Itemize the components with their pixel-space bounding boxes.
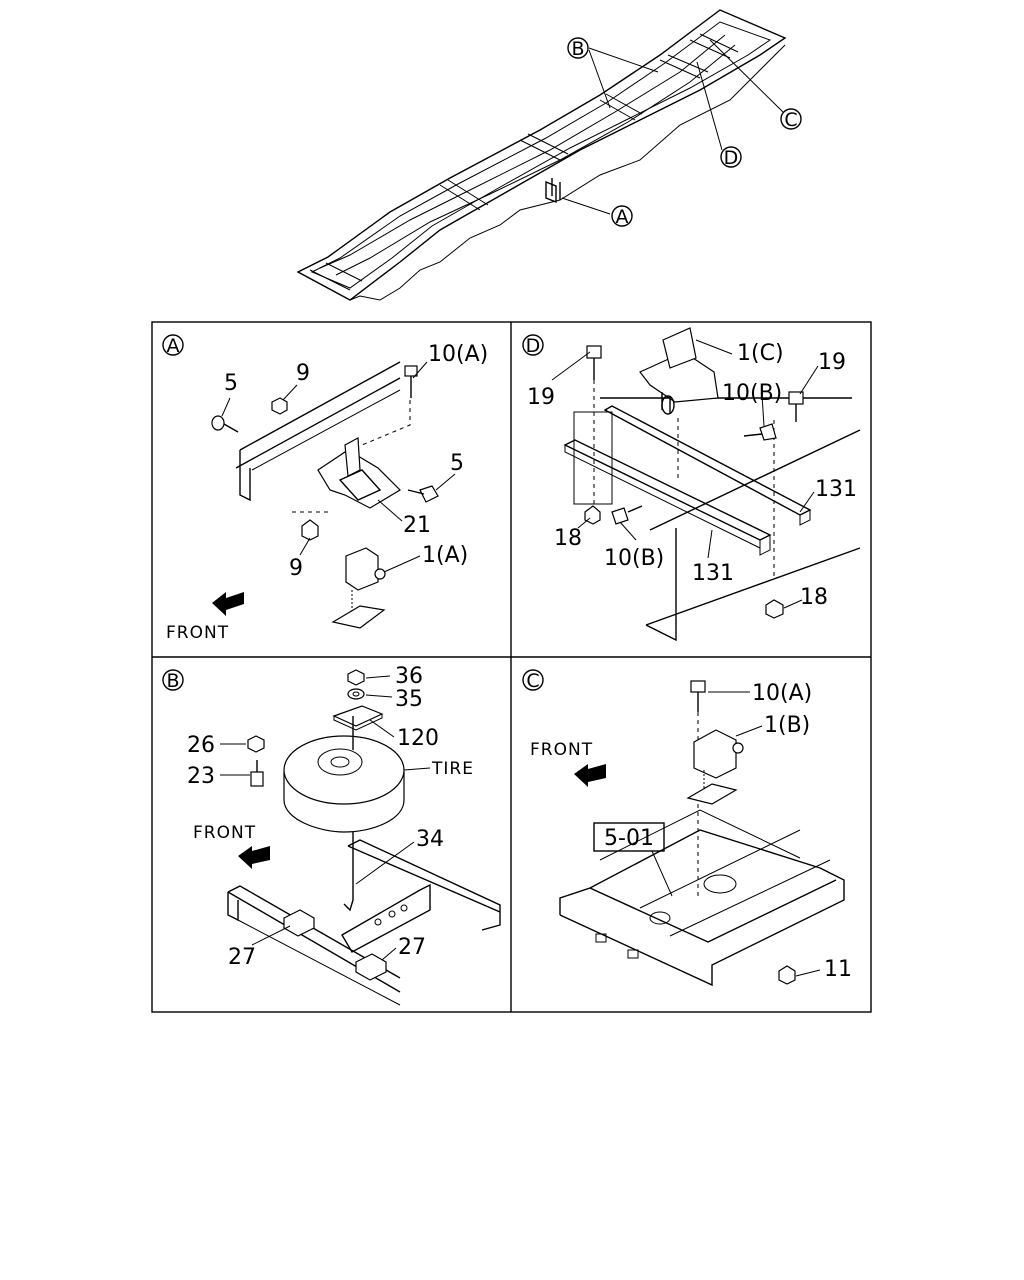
nut-26-icon (247, 735, 265, 753)
label-1b: 1(B) (764, 713, 810, 738)
label-19-right: 19 (818, 350, 846, 375)
callout-b: B (567, 37, 589, 60)
bolt-10a-icon (404, 365, 418, 398)
label-131-bottom: 131 (692, 561, 734, 586)
label-34: 34 (416, 827, 444, 852)
panel-c-marker: C (526, 670, 539, 692)
callout-c: C (780, 108, 802, 131)
detail-panel-a: A (162, 334, 488, 643)
bolt-5-right-icon (407, 485, 439, 503)
stopper-1b-icon (686, 729, 744, 805)
label-5-right: 5 (450, 451, 464, 476)
svg-text:B: B (571, 38, 584, 60)
panel-a-marker: A (167, 335, 180, 357)
nut-11-icon (778, 965, 796, 985)
label-18-bottom: 18 (800, 585, 828, 610)
washer-35-icon (347, 688, 365, 700)
spare-tire-icon (283, 735, 405, 833)
tire-label: TIRE (431, 759, 474, 779)
bolt-19-left-icon (586, 345, 602, 380)
bolt-10a-icon (690, 680, 706, 712)
nut-18-left-icon (584, 505, 601, 525)
label-36: 36 (395, 664, 423, 689)
panel-b-marker: B (166, 670, 179, 692)
chassis-frame-overview: B C D A (296, 9, 802, 301)
label-10b-bottom: 10(B) (604, 546, 664, 571)
label-10b-top: 10(B) (722, 381, 782, 406)
bolt-5-left-icon (211, 415, 239, 433)
reference-5-01: 5-01 (604, 826, 654, 851)
label-21: 21 (403, 513, 431, 538)
label-26: 26 (187, 733, 215, 758)
callout-d: D (720, 146, 742, 169)
svg-text:C: C (784, 109, 797, 131)
nut-36-icon (347, 669, 365, 686)
panel-d-marker: D (526, 335, 541, 357)
label-131-right: 131 (815, 477, 857, 502)
label-27-right: 27 (398, 935, 426, 960)
label-10a: 10(A) (752, 681, 812, 706)
label-23: 23 (187, 764, 215, 789)
plate-120-icon (332, 705, 384, 731)
bolt-19-right-icon (788, 391, 804, 422)
label-10a: 10(A) (428, 342, 488, 367)
label-18-left: 18 (554, 526, 582, 551)
label-1c: 1(C) (737, 341, 784, 366)
label-5-top: 5 (224, 371, 238, 396)
front-arrow-icon (574, 764, 606, 787)
label-35: 35 (395, 687, 423, 712)
bolt-10b-top-icon (743, 423, 777, 441)
label-9-top: 9 (296, 361, 310, 386)
label-9-bottom: 9 (289, 556, 303, 581)
label-11: 11 (824, 957, 852, 982)
reference-box (593, 822, 665, 852)
front-arrow-icon (212, 592, 244, 616)
detail-grid (151, 321, 872, 1013)
label-19-left: 19 (527, 385, 555, 410)
detail-panel-c: C 5-01 (522, 669, 852, 987)
label-120: 120 (397, 726, 439, 751)
stopper-1a-icon (331, 547, 386, 629)
label-27-left: 27 (228, 945, 256, 970)
nut-9-bottom-icon (301, 519, 319, 541)
front-label-a: FRONT (166, 623, 229, 643)
front-label-b: FRONT (193, 823, 256, 843)
front-label-c: FRONT (530, 740, 593, 760)
svg-text:A: A (616, 206, 629, 228)
nut-18-bottom-icon (765, 599, 784, 619)
nut-9-top-icon (271, 397, 288, 415)
label-1a: 1(A) (422, 543, 468, 568)
detail-panel-d: D (522, 327, 861, 642)
callout-a: A (611, 205, 633, 228)
bolt-23-icon (250, 760, 264, 787)
bolt-10b-bottom-icon (611, 505, 643, 525)
block-27-right-icon (355, 953, 387, 981)
front-arrow-icon (238, 846, 270, 869)
detail-panel-b: B (162, 664, 501, 1006)
block-27-left-icon (283, 909, 315, 937)
svg-text:D: D (724, 147, 739, 169)
